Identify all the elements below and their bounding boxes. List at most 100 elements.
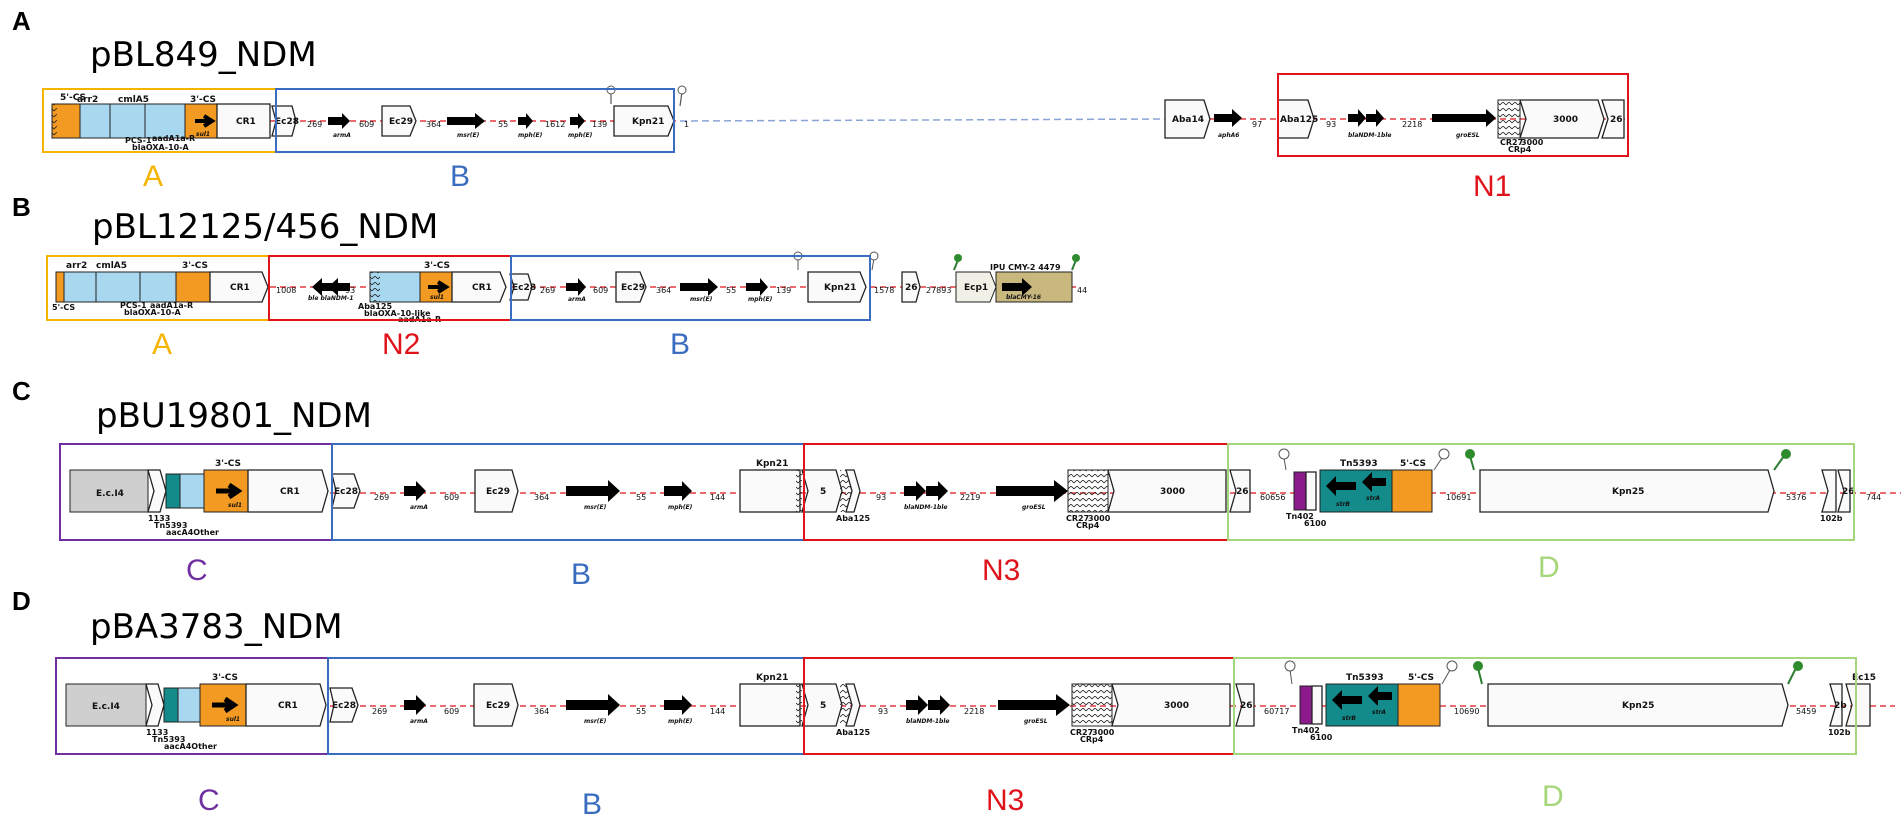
gene-label: CR1 xyxy=(280,487,300,497)
gene-box xyxy=(801,683,843,727)
spacer-length: 144 xyxy=(710,707,725,716)
arrow-icon xyxy=(195,114,216,128)
spacer-length: 269 xyxy=(372,707,387,716)
spacer-length: 2219 xyxy=(960,493,980,502)
pin xyxy=(1289,669,1293,685)
gene-label: msr(E) xyxy=(584,718,607,725)
gene-label: 3000 xyxy=(1521,138,1544,147)
gene-label: Ec15 xyxy=(1852,673,1876,683)
gene-box xyxy=(55,271,65,303)
gene-label: aadA1a-R xyxy=(150,301,193,310)
gene-box xyxy=(247,469,329,513)
gene-label: Kpn21 xyxy=(824,283,856,293)
gene-label: 6100 xyxy=(1310,733,1333,742)
spacer-length: 97 xyxy=(1252,120,1262,129)
spacer-length: 60717 xyxy=(1264,707,1289,716)
region-label: D xyxy=(1542,780,1564,813)
gene-label: mph(E) xyxy=(518,132,543,139)
arrow-icon xyxy=(404,695,426,715)
gene-box xyxy=(451,271,507,303)
gene-label: 102b xyxy=(1828,728,1851,737)
gene-label: Ec29 xyxy=(486,487,510,497)
arrow-icon xyxy=(680,278,718,296)
repeat-mark xyxy=(796,684,802,726)
gene-label: blaOXA-10-A xyxy=(132,143,190,152)
gene-label: aphA6 xyxy=(1218,132,1239,139)
gene-label: 5 xyxy=(820,487,826,497)
gene-label: Aba125 xyxy=(836,514,870,523)
gene-label: Ec28 xyxy=(512,283,536,293)
repeat-mark xyxy=(52,104,57,138)
gene-label: msr(E) xyxy=(457,132,480,139)
arrow-icon xyxy=(1366,109,1384,127)
gene-box xyxy=(1837,469,1851,513)
gene-box xyxy=(1829,683,1843,727)
arrow-icon xyxy=(566,278,586,296)
pin-head xyxy=(1465,449,1475,459)
gene-box xyxy=(245,683,327,727)
region-label: B xyxy=(670,328,690,361)
spacer-length: 93 xyxy=(876,493,886,502)
plasmid-name: pBL849_NDM xyxy=(90,35,317,75)
pin xyxy=(1441,669,1451,685)
gene-label: 3000 xyxy=(1088,514,1111,523)
gene-label: Tn5393 xyxy=(152,735,185,744)
gene-label: sul1 xyxy=(430,294,444,301)
gene-box xyxy=(615,271,647,303)
gene-label: mph(E) xyxy=(668,504,693,511)
gene-label: ble blaNDM-1 xyxy=(308,295,354,302)
panel-letter: D xyxy=(12,586,31,616)
cassette-box xyxy=(79,103,186,139)
panel-letter: A xyxy=(12,6,31,36)
gene-label: Ecp1 xyxy=(964,283,988,293)
gene-label: strA xyxy=(1366,495,1380,502)
arrow-icon xyxy=(906,695,928,715)
gene-label: Kpn21 xyxy=(632,117,664,127)
gene-label: 5'-CS xyxy=(1400,459,1426,469)
gene-label: sul1 xyxy=(196,131,210,138)
gap-connector xyxy=(679,118,1166,122)
gene-box xyxy=(329,687,359,723)
repeat-mark xyxy=(1071,683,1113,727)
gene-label: Ec28 xyxy=(275,117,299,127)
gene-label: arr2 xyxy=(77,95,98,105)
arrow-icon xyxy=(1432,109,1496,127)
panel-b: B pBL12125/456_NDM arr2 cmlA5 3'-CS CR1 … xyxy=(12,192,1087,361)
pin-head xyxy=(1072,254,1080,262)
pin-head xyxy=(1793,661,1803,671)
gene-label: Kpn21 xyxy=(756,673,788,683)
gene-label: armA xyxy=(568,296,586,303)
gene-box xyxy=(1299,685,1313,725)
repeat-mark xyxy=(796,470,802,512)
panel-c: C pBU19801_NDM E.c.I4 sul1 3'-CS CR1 113… xyxy=(12,376,1901,591)
spacer-length: 609 xyxy=(444,707,459,716)
arrow-icon xyxy=(1362,472,1386,492)
repeat-mark xyxy=(1067,469,1109,513)
gene-box xyxy=(807,271,867,303)
gene-label: Aba125 xyxy=(1280,115,1318,125)
gene-label: mph(E) xyxy=(748,296,773,303)
spacer-length: 10691 xyxy=(1446,493,1471,502)
region-box-d xyxy=(1233,657,1857,755)
gene-label: CR27 xyxy=(1066,514,1089,523)
gene-label: groESL xyxy=(1456,132,1480,139)
arrow-icon xyxy=(566,480,620,502)
gene-label: 5'-CS xyxy=(1408,673,1434,683)
gene-label: aacA4Other xyxy=(164,742,217,751)
spacer-length: 139 xyxy=(776,286,791,295)
gene-label: Tn402 xyxy=(1292,726,1320,735)
gene-label: 26 xyxy=(1842,487,1855,497)
gene-label: armA xyxy=(333,132,351,139)
arrow-icon xyxy=(216,482,243,500)
pin-head xyxy=(1781,449,1791,459)
plasmid-name: pBL12125/456_NDM xyxy=(92,207,438,247)
gene-box xyxy=(331,473,361,509)
spacer-length: 55 xyxy=(636,707,646,716)
gene-box xyxy=(955,271,997,303)
gene-label: 2b xyxy=(1834,701,1847,711)
arrow-icon xyxy=(328,278,350,296)
gene-label: blaOXA-10-like xyxy=(364,309,431,318)
pin-head xyxy=(1438,448,1450,460)
pin-head xyxy=(954,254,962,262)
